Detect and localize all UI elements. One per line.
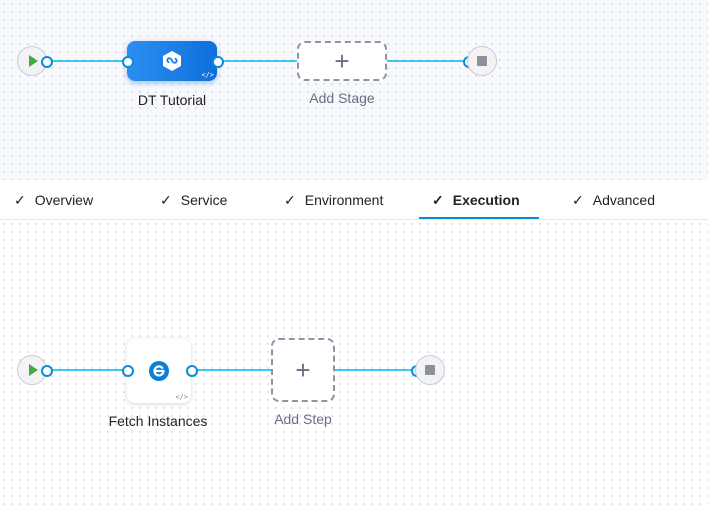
code-badge-icon: </> <box>175 393 188 401</box>
tab-label: Service <box>180 192 228 208</box>
stop-icon <box>477 56 487 66</box>
connector-line <box>335 369 416 371</box>
stage-name: DT Tutorial <box>137 92 207 108</box>
connector-line <box>217 60 298 62</box>
fetch-instances-icon <box>149 361 169 381</box>
tab-execution[interactable]: ✓ Execution <box>432 180 520 220</box>
start-port <box>41 56 53 68</box>
plus-icon: + <box>295 355 311 385</box>
connector-line <box>386 60 468 62</box>
add-step-button[interactable]: + <box>271 338 335 402</box>
play-icon <box>29 55 38 67</box>
tab-advanced[interactable]: ✓ Advanced <box>572 180 655 220</box>
tab-service[interactable]: ✓ Service <box>160 180 227 220</box>
tab-label: Overview <box>34 192 94 208</box>
tab-label: Execution <box>452 192 520 208</box>
active-tab-indicator <box>419 217 539 219</box>
tab-label: Environment <box>304 192 384 208</box>
step-input-port <box>122 365 134 377</box>
check-icon: ✓ <box>432 191 444 208</box>
pipeline-canvas <box>0 0 708 180</box>
add-step-label: Add Step <box>274 411 332 427</box>
connector-line <box>47 369 127 371</box>
add-stage-button[interactable]: + <box>297 41 387 81</box>
stage-card[interactable]: </> <box>127 41 217 81</box>
stage-tabs: ✓ Overview ✓ Service ✓ Environment ✓ Exe… <box>0 180 708 220</box>
connector-line <box>191 369 271 371</box>
execution-end-node <box>415 355 445 385</box>
tab-overview[interactable]: ✓ Overview <box>14 180 93 220</box>
connector-line <box>47 60 127 62</box>
step-output-port <box>186 365 198 377</box>
code-badge-icon: </> <box>201 71 214 79</box>
tab-environment[interactable]: ✓ Environment <box>284 180 383 220</box>
pipeline-end-node <box>467 46 497 76</box>
check-icon: ✓ <box>572 191 584 208</box>
tab-label: Advanced <box>592 192 656 208</box>
start-port <box>41 365 53 377</box>
step-name: Fetch Instances <box>108 413 208 429</box>
execution-canvas <box>0 220 708 511</box>
check-icon: ✓ <box>14 191 26 208</box>
stage-output-port <box>212 56 224 68</box>
plus-icon: + <box>334 46 350 76</box>
deployment-stage-icon <box>163 51 181 71</box>
play-icon <box>29 364 38 376</box>
step-card[interactable]: </> <box>127 339 191 403</box>
stage-input-port <box>122 56 134 68</box>
check-icon: ✓ <box>160 191 172 208</box>
check-icon: ✓ <box>284 191 296 208</box>
stop-icon <box>425 365 435 375</box>
add-stage-label: Add Stage <box>309 90 375 106</box>
